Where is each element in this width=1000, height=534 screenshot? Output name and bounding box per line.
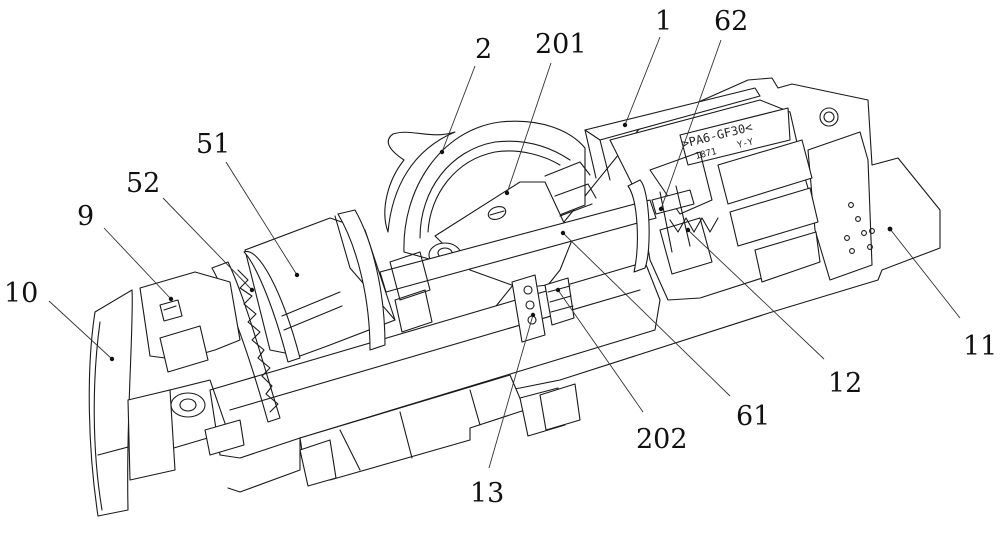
housing-top-wall (584, 87, 761, 141)
cover-10 (88, 289, 176, 517)
vent-holes (844, 202, 875, 254)
spring-202 (544, 277, 575, 326)
housing-right-block (807, 131, 873, 281)
motor-bracket (337, 209, 386, 351)
shaft-collar-62 (627, 179, 650, 273)
gear-sector-outer (384, 131, 456, 233)
ref-label-201: 201 (535, 29, 587, 60)
motor-end-ring (243, 250, 301, 363)
ref-label-13: 13 (470, 478, 504, 509)
marking-plate (679, 107, 791, 166)
spring-assembly (511, 274, 575, 343)
ref-label-10: 10 (4, 278, 38, 309)
marking-code-right: Y-Y (736, 137, 755, 151)
reference-labels: 1 2 9 10 11 12 13 51 52 61 62 201 202 (4, 6, 997, 509)
leader-lines (48, 36, 961, 469)
mounting-hole (819, 107, 839, 127)
bottom-tab-left (299, 439, 337, 487)
ref-label-52: 52 (126, 168, 160, 199)
spring-12 (669, 217, 719, 233)
ref-label-202: 202 (636, 424, 688, 455)
end-cover (88, 289, 133, 517)
ref-label-62: 62 (714, 6, 748, 37)
worm-teeth (237, 269, 279, 413)
ref-label-61: 61 (736, 401, 770, 432)
ref-label-11: 11 (963, 331, 997, 362)
ref-label-2: 2 (475, 34, 492, 65)
ref-label-51: 51 (196, 129, 230, 160)
ref-label-1: 1 (655, 6, 672, 37)
ref-label-12: 12 (828, 368, 862, 399)
channel-front-wall (209, 261, 661, 459)
bracket-boss (170, 392, 206, 418)
bracket-9 (129, 271, 245, 456)
ref-label-9: 9 (77, 201, 94, 232)
main-channel-body (209, 261, 661, 493)
latch-9 (159, 299, 183, 322)
